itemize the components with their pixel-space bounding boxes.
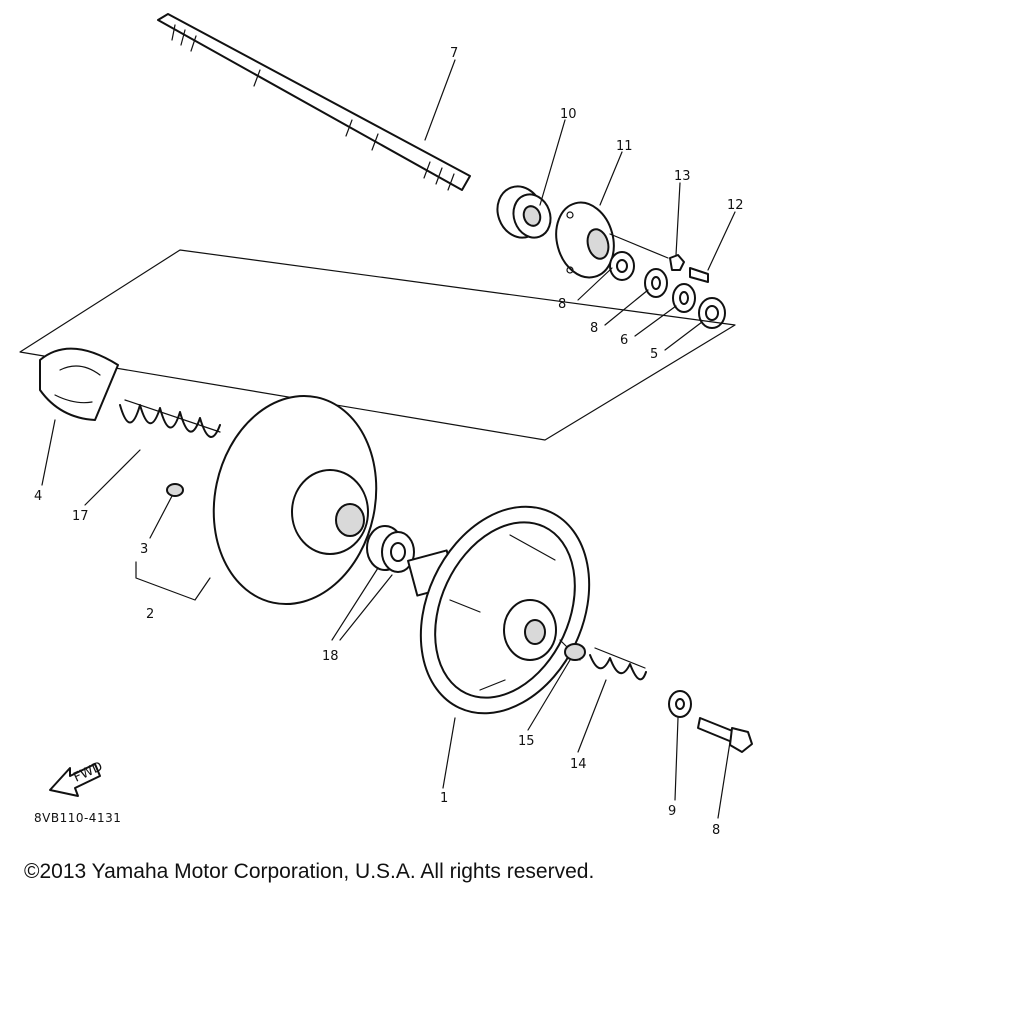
callout-12: 11: [616, 139, 633, 154]
copyright-notice: ©2013 Yamaha Motor Corporation, U.S.A. A…: [24, 860, 595, 883]
flange-plate: [555, 201, 615, 279]
callout-8b: 8: [590, 321, 598, 336]
small-hardware: [609, 233, 726, 329]
callout-9: 8: [712, 823, 720, 838]
callout-4: 4: [34, 489, 42, 504]
group-outline: [19, 249, 736, 441]
callout-11: 10: [560, 107, 577, 122]
washers: [366, 525, 415, 573]
callout-6: 6: [620, 333, 628, 348]
part-code: 8VB110-4131: [34, 811, 121, 825]
callout-14: 13: [674, 169, 691, 184]
callout-3: 3: [140, 542, 148, 557]
callout-15: 14: [570, 757, 587, 772]
callout-16: 15: [518, 734, 535, 749]
callout-10: 9: [668, 804, 676, 819]
callout-1: 1: [440, 791, 448, 806]
bearing: [496, 185, 552, 239]
spring: [119, 399, 221, 438]
pin: [166, 483, 184, 497]
leader-lines: [41, 59, 736, 819]
callout-5: 5: [650, 347, 658, 362]
callout-8a: 8: [558, 297, 566, 312]
fwd-arrow-icon: FWD: [49, 759, 105, 797]
shaft: [157, 13, 471, 191]
callout-labels: 7 10 11 13 12 8 8 6 5 4 17 3 2 18 1 15 1…: [34, 46, 744, 838]
collar-and-spring: [564, 643, 647, 681]
callout-17: 17: [72, 509, 89, 524]
washer-and-bolt: [668, 690, 753, 753]
exploded-view-drawing: 7 10 11 13 12 8 8 6 5 4 17 3 2 18 1 15 1…: [19, 13, 753, 838]
callout-18: 18: [322, 649, 339, 664]
callout-2: 2: [146, 607, 154, 622]
cam: [39, 347, 119, 421]
callout-13: 12: [727, 198, 744, 213]
movable-sheave: [212, 394, 378, 606]
fixed-sheave: [407, 505, 591, 715]
callout-7: 7: [450, 46, 458, 61]
